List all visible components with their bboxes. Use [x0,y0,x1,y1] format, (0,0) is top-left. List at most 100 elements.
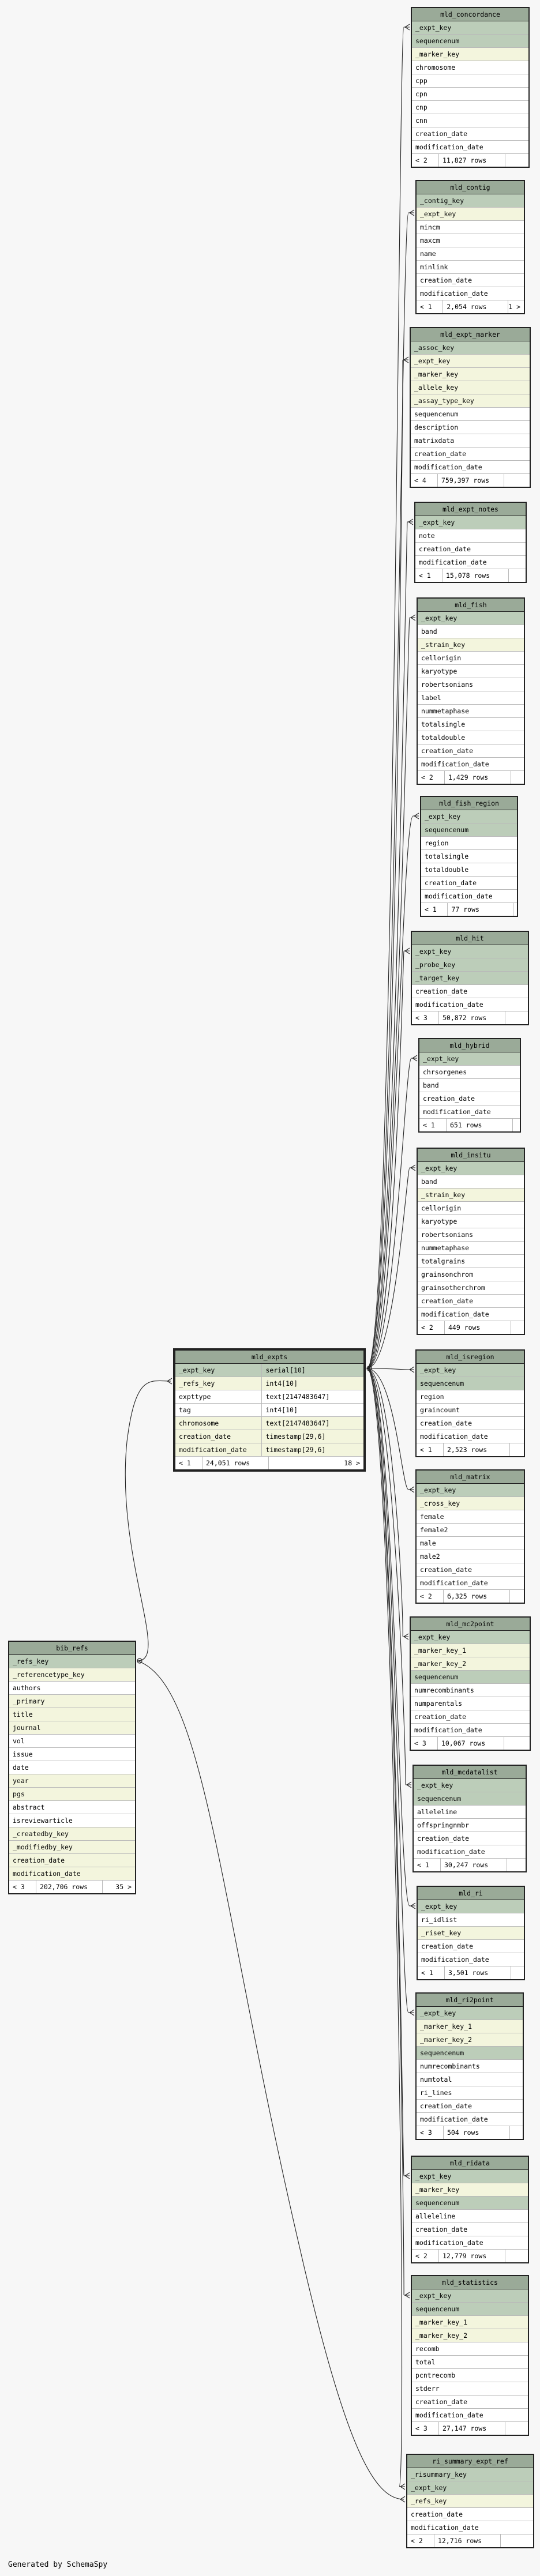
column-row[interactable]: modification_date [415,556,526,569]
column-row[interactable]: title [9,1708,135,1721]
table-header[interactable]: mld_fish [418,599,524,612]
table-header[interactable]: mld_concordance [412,8,528,21]
column-row[interactable]: modification_date [417,1577,524,1590]
table-mld-expt-marker[interactable]: mld_expt_marker_assoc_key_expt_key_marke… [410,327,531,488]
children-count[interactable] [510,1590,524,1603]
parents-count[interactable]: < 2 [417,1590,444,1603]
children-count[interactable]: 35 > [115,1883,132,1891]
column-row[interactable]: creation_date [411,1710,530,1724]
table-mld-ri2point[interactable]: mld_ri2point_expt_key_marker_key_1_marke… [415,1992,524,2140]
column-row[interactable]: chrsorgenes [419,1066,520,1079]
table-header[interactable]: mld_expt_notes [415,503,526,516]
children-count[interactable] [510,1443,524,1456]
table-header[interactable]: mld_statistics [412,2276,528,2289]
column-row[interactable]: creation_date [415,543,526,556]
column-row[interactable]: band [419,1079,520,1092]
column-row[interactable]: male2 [417,1550,524,1563]
column-row[interactable]: sequencenum [411,1671,530,1684]
column-row[interactable]: creation_date [417,1563,524,1577]
column-row[interactable]: _expt_key [414,1779,526,1792]
column-row[interactable]: sequencenum [412,2303,528,2316]
column-row[interactable]: _expt_key [415,516,526,529]
column-row[interactable]: sequencenum [417,1377,524,1390]
children-count[interactable] [511,771,524,784]
children-count[interactable] [511,1321,524,1334]
column-row[interactable]: journal [9,1721,135,1735]
column-row[interactable]: male [417,1537,524,1550]
column-row[interactable]: robertsonians [418,1228,524,1242]
column-row[interactable]: issue [9,1748,135,1761]
column-row[interactable]: sequencenum [411,408,530,421]
column-row[interactable]: _target_key [412,972,528,985]
column-row[interactable]: creation_date [411,447,530,461]
column-row[interactable]: grainsonchrom [418,1268,524,1281]
column-row[interactable]: creation_date [414,1832,526,1845]
column-row[interactable]: matrixdata [411,434,530,447]
table-ri-summary-expt-ref[interactable]: ri_summary_expt_ref_risummary_key_expt_k… [406,2454,534,2548]
column-row[interactable]: mincm [417,221,524,234]
column-row[interactable]: _expt_key [417,1364,524,1377]
column-row[interactable]: cellorigin [418,652,524,665]
children-count[interactable] [501,2534,533,2547]
column-row[interactable]: alleleline [414,1806,526,1819]
column-row[interactable]: year [9,1774,135,1788]
column-row[interactable]: _expt_key [418,1900,524,1913]
table-header[interactable]: mld_isregion [417,1351,524,1364]
column-row[interactable]: _refs_key [407,2495,533,2508]
parents-count[interactable]: < 3 [412,2422,439,2435]
column-row[interactable]: _referencetype_key [9,1668,135,1682]
children-count[interactable] [507,1859,526,1871]
column-row[interactable]: sequencenum [414,1792,526,1806]
column-row[interactable]: _strain_key [418,638,524,652]
parents-count[interactable]: < 2 [412,154,439,167]
column-row[interactable]: _marker_key [412,48,528,61]
column-row[interactable]: _marker_key_1 [411,1644,530,1657]
column-row[interactable]: creation_date [417,1417,524,1430]
column-row[interactable]: cpp [412,74,528,88]
column-row[interactable]: numrecombinants [417,2060,523,2073]
column-row[interactable]: creation_date [417,274,524,287]
column-row[interactable]: abstract [9,1801,135,1814]
column-row[interactable]: numtotal [417,2073,523,2086]
column-row[interactable]: totalsingle [418,718,524,731]
column-row[interactable]: creation_date [418,1295,524,1308]
parents-count[interactable]: < 2 [407,2534,434,2547]
column-row[interactable]: creation_date [412,2223,528,2236]
column-row[interactable]: modification_date [417,287,524,300]
column-row[interactable]: _expt_key [412,2170,528,2183]
table-header[interactable]: mld_ri [418,1887,524,1900]
table-header[interactable]: mld_insitu [418,1149,524,1162]
table-header[interactable]: mld_hybrid [419,1039,520,1052]
column-row[interactable]: description [411,421,530,434]
table-header[interactable]: mld_contig [417,181,524,194]
column-row[interactable]: _expt_key [418,612,524,625]
parents-count[interactable]: < 1 [417,1443,444,1456]
column-row[interactable]: _cross_key [417,1497,524,1510]
column-row[interactable]: modification_date [412,141,528,154]
column-row[interactable]: _expt_key [417,2007,523,2020]
parents-count[interactable]: < 1 [417,300,444,313]
column-row[interactable]: region [421,837,517,850]
parents-count[interactable]: < 1 [421,903,448,916]
column-row[interactable]: sequencenum [417,2047,523,2060]
column-row[interactable]: cnn [412,114,528,127]
column-row[interactable]: _assoc_key [411,341,530,355]
column-row[interactable]: _expt_key [407,2481,533,2495]
column-row[interactable]: cellorigin [418,1202,524,1215]
column-row[interactable]: _expt_key [412,945,528,958]
parents-count[interactable]: < 1 [419,1119,447,1131]
column-row[interactable]: sequencenum [421,823,517,837]
column-row[interactable]: _marker_key_2 [412,2329,528,2342]
column-row[interactable]: sequencenum [412,35,528,48]
column-row[interactable]: nummetaphase [418,1242,524,1255]
column-row[interactable]: creation_date [412,2396,528,2409]
children-count[interactable] [505,2250,528,2262]
column-row[interactable]: modification_date [414,1845,526,1859]
column-row[interactable]: modification_date [417,1430,524,1443]
